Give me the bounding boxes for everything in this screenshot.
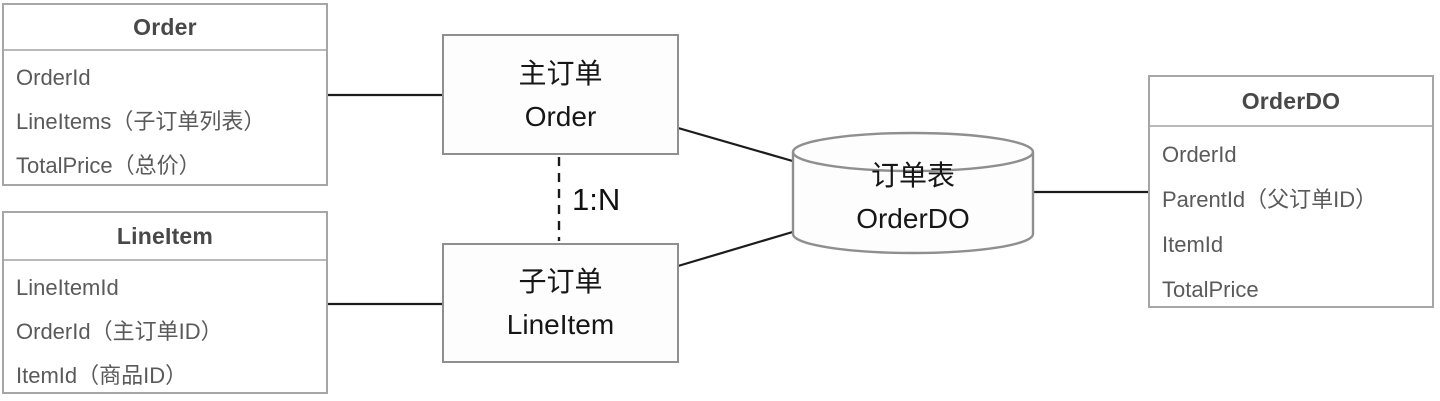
entity-row: LineItemId (16, 275, 119, 300)
entity-order-rows: OrderId LineItems（子订单列表） TotalPrice（总价） (4, 51, 326, 188)
entity-row: OrderId (1162, 142, 1237, 167)
entity-row: OrderId（主订单ID） (16, 319, 223, 344)
entity-lineitem-rows: LineItemId OrderId（主订单ID） ItemId（商品ID） (4, 261, 326, 398)
node-sub-order-label-en: LineItem (506, 309, 615, 340)
db-label-en: OrderDO (856, 203, 970, 234)
entity-row: TotalPrice (1162, 277, 1259, 302)
db-label-zh: 订单表 (870, 160, 955, 191)
connector-suborder-to-db (677, 229, 797, 268)
entity-table-orderdo: OrderDO OrderId ParentId（父订单ID） ItemId T… (1148, 75, 1434, 308)
entity-order-title: Order (4, 5, 326, 51)
node-sub-order-label-zh: 子订单 (518, 266, 603, 297)
entity-row: ItemId（商品ID） (16, 363, 188, 388)
entity-row: LineItems（子订单列表） (16, 109, 266, 134)
node-main-order-label-en: Order (524, 100, 597, 132)
connector-mainorder-to-db (677, 126, 797, 164)
entity-row: ParentId（父订单ID） (1162, 187, 1378, 212)
entity-orderdo-rows: OrderId ParentId（父订单ID） ItemId TotalPric… (1150, 127, 1432, 312)
relation-label: 1:N (572, 182, 621, 217)
node-main-order: 主订单 Order (442, 34, 679, 155)
entity-table-lineitem: LineItem LineItemId OrderId（主订单ID） ItemI… (2, 211, 328, 394)
entity-orderdo-title: OrderDO (1150, 77, 1432, 127)
entity-table-order: Order OrderId LineItems（子订单列表） TotalPric… (2, 3, 328, 186)
entity-row: ItemId (1162, 232, 1224, 257)
entity-lineitem-title: LineItem (4, 213, 326, 261)
node-sub-order: 子订单 LineItem (442, 243, 679, 363)
node-order-table-db: 订单表 OrderDO (793, 154, 1033, 240)
node-main-order-label-zh: 主订单 (518, 57, 603, 89)
database-cylinder-icon (791, 131, 1035, 255)
entity-row: TotalPrice（总价） (16, 153, 201, 178)
entity-row: OrderId (16, 65, 91, 90)
